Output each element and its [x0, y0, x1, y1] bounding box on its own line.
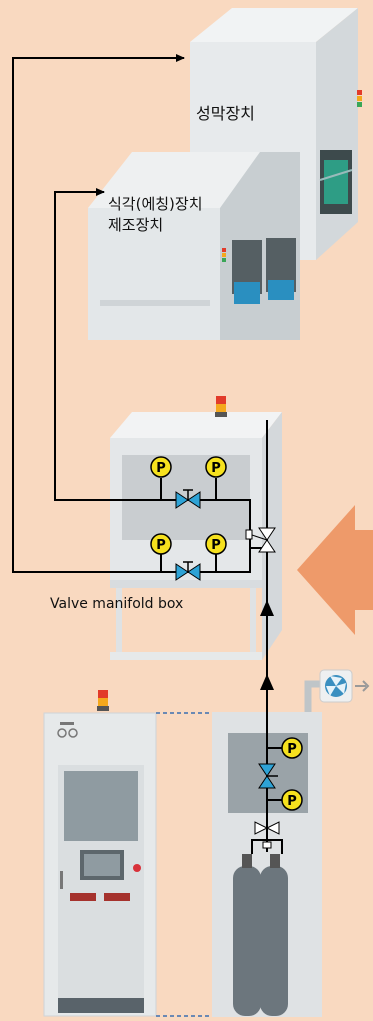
valve-icon: [254, 821, 280, 849]
pressure-gauge-icon: P: [150, 533, 172, 555]
svg-text:P: P: [211, 461, 221, 476]
flow-arrow: [260, 600, 274, 616]
valve-icon: [258, 763, 278, 789]
cylinder-cabinet: [212, 669, 370, 1017]
pressure-gauge-icon: P: [150, 456, 172, 478]
valve-icon: [245, 527, 276, 553]
svg-text:P: P: [287, 742, 297, 757]
beacon-light-icon: [97, 690, 109, 711]
svg-text:P: P: [287, 794, 297, 809]
pressure-gauge-icon: P: [205, 456, 227, 478]
svg-text:P: P: [156, 461, 166, 476]
valve-icon: [175, 489, 201, 509]
svg-text:P: P: [211, 538, 221, 553]
pressure-gauge-icon: P: [281, 789, 303, 811]
valve-icon: [175, 561, 201, 581]
pressure-gauge-icon: P: [205, 533, 227, 555]
beacon-light-icon: [215, 396, 227, 417]
etching-equipment: [88, 152, 300, 340]
control-cabinet: [43, 690, 157, 1017]
etching-equipment-label: 식각(에칭)장치: [108, 195, 203, 213]
supply-direction-arrow: [297, 505, 373, 635]
gas-cylinder-icon: [233, 854, 288, 1016]
valve-manifold-box-label: Valve manifold box: [50, 596, 184, 612]
svg-text:P: P: [156, 538, 166, 553]
pressure-gauge-icon: P: [281, 737, 303, 759]
flow-arrow: [260, 674, 274, 690]
beacon-light-icon: [357, 90, 362, 107]
deposition-equipment-label: 성막장치: [196, 104, 255, 123]
valve-manifold-cabinet: [110, 396, 282, 660]
beacon-light-icon: [222, 248, 226, 262]
exhaust-fan-icon: [319, 669, 370, 703]
etching-equipment-sublabel: 제조장치: [108, 216, 164, 234]
